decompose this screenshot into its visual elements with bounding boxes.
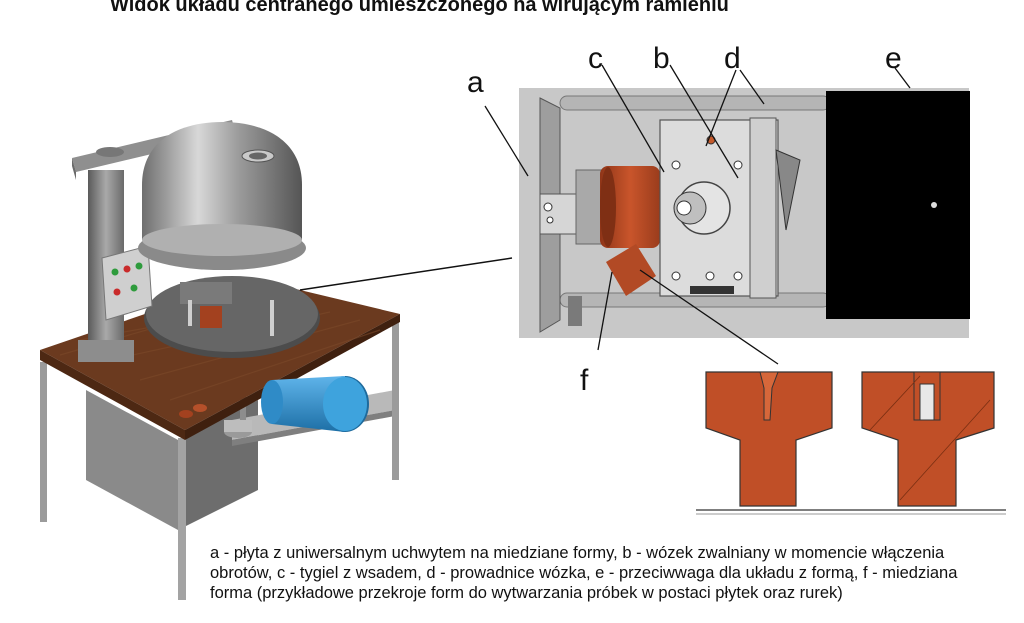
leader-d (705, 69, 737, 147)
figure-title: Widok układu centranego umieszczonego na… (110, 0, 729, 16)
cabinet-front (86, 390, 178, 530)
label-b: b (653, 42, 670, 75)
caption-line-1: a - płyta z uniwersalnym uchwytem na mie… (210, 544, 945, 562)
dome (142, 122, 302, 240)
figure-caption: a - płyta z uniwersalnym uchwytem na mie… (210, 543, 1022, 603)
detail-view (484, 64, 970, 365)
control-box (101, 245, 153, 321)
leader-sections (639, 269, 779, 365)
leader-c (601, 64, 665, 173)
counterweight (826, 91, 970, 319)
copper-mould (606, 244, 656, 296)
copper-part (179, 410, 193, 418)
table-leg (178, 438, 186, 600)
pointer-line (299, 257, 513, 291)
machine-illustration (40, 120, 513, 600)
guide-block (749, 117, 777, 299)
caption-line-2: obrotów, c - tygiel z wsadem, d - prowad… (210, 564, 958, 582)
label-c: c (588, 42, 603, 75)
table-leg (392, 320, 399, 480)
copper-part (193, 404, 207, 412)
section-tube-mould (861, 371, 995, 507)
mould-holder (180, 282, 232, 304)
leader-f (597, 271, 613, 351)
leader-a (484, 105, 529, 177)
section-plate-mould (705, 371, 833, 507)
label-a: a (467, 66, 484, 99)
caption-line-3: forma (przykładowe przekroje form do wyt… (210, 584, 843, 602)
label-d: d (724, 42, 741, 75)
leader-b (669, 64, 739, 179)
guide-rail (559, 95, 831, 111)
crucible (600, 166, 660, 248)
table-leg (40, 362, 47, 522)
leader-e (894, 67, 911, 89)
label-f: f (580, 364, 589, 397)
universal-holder (539, 193, 581, 235)
label-e: e (885, 42, 902, 75)
mould-cross-sections (696, 371, 1006, 515)
leader-d (739, 69, 765, 105)
